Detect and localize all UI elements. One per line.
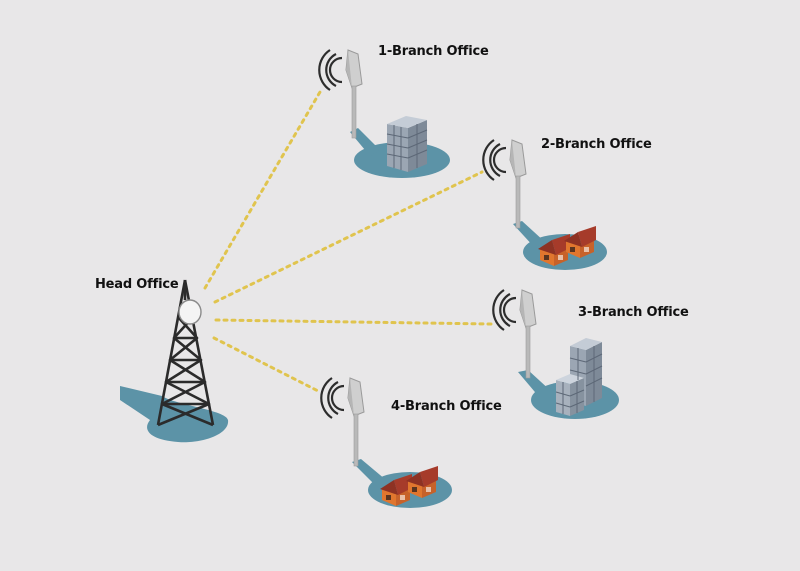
link-to-branch-1	[203, 90, 322, 290]
branch-4-node: 4-Branch Office	[320, 376, 502, 508]
wireless-antenna-icon	[482, 138, 528, 230]
branch-2-node: 2-Branch Office	[482, 137, 652, 270]
branch-1-node: 1-Branch Office	[318, 44, 489, 178]
link-to-branch-2	[213, 170, 484, 304]
head-office-node: Head Office	[95, 277, 229, 443]
office-building-icon	[386, 116, 428, 172]
link-to-branch-3	[214, 318, 494, 326]
branch-2-label: 2-Branch Office	[541, 137, 652, 152]
radio-tower-icon	[156, 279, 215, 427]
office-building-icon	[555, 338, 603, 416]
wireless-antenna-icon	[318, 48, 364, 140]
branch-4-label: 4-Branch Office	[391, 399, 502, 414]
branch-3-label: 3-Branch Office	[578, 305, 689, 320]
branch-3-node: 3-Branch Office	[492, 288, 689, 419]
link-to-branch-4	[212, 336, 322, 394]
head-office-label: Head Office	[95, 277, 179, 292]
wireless-antenna-icon	[320, 376, 366, 468]
branch-1-label: 1-Branch Office	[378, 44, 489, 59]
wireless-links	[203, 90, 494, 394]
wireless-antenna-icon	[492, 288, 538, 380]
ground-pad	[120, 386, 229, 443]
